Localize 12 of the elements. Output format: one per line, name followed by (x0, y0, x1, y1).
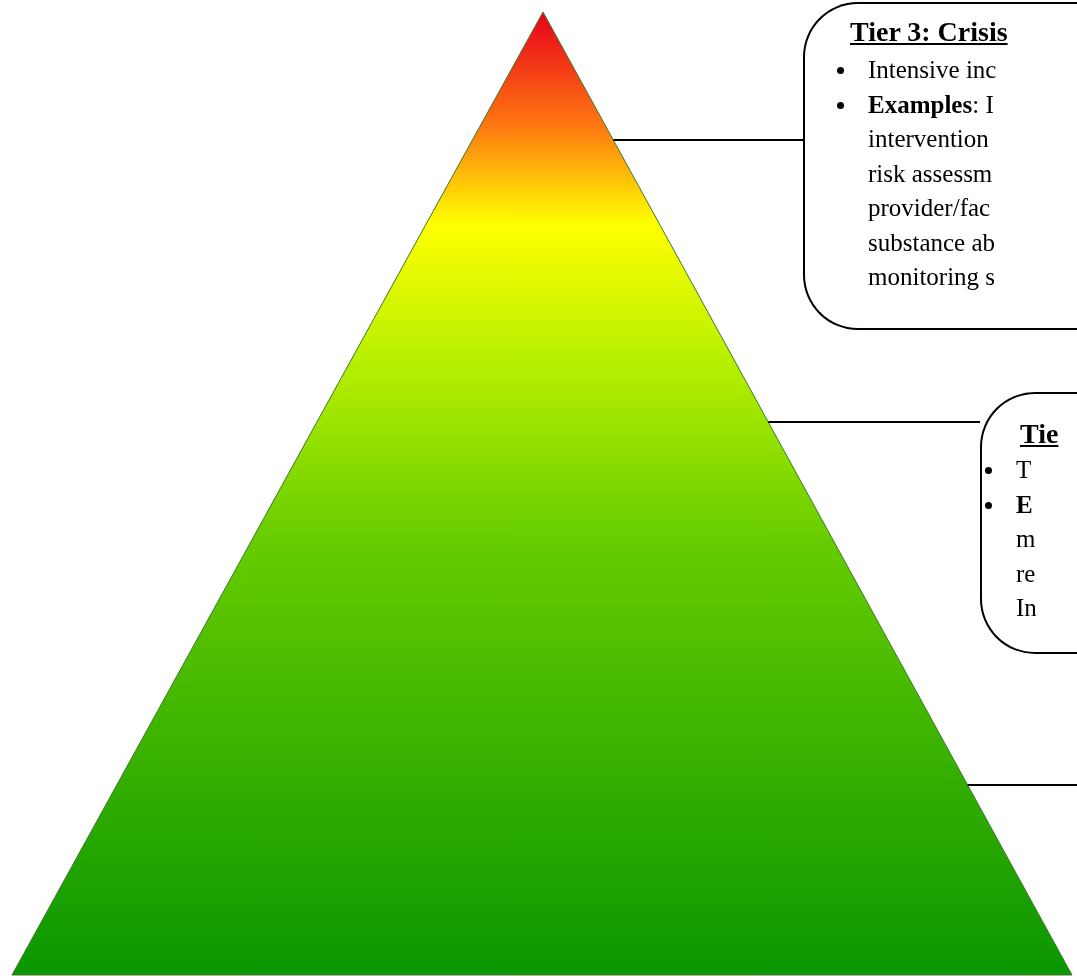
leader-line (612, 139, 804, 141)
bullet-text: Intensive inc (868, 56, 997, 83)
tier-callout-box (803, 2, 1077, 330)
tier-heading: Tie (1020, 418, 1059, 450)
leader-line (767, 421, 981, 423)
bullet-text: Examples: I intervention risk assessm provider/fac substance ab monitoring s (868, 90, 996, 290)
leader-line (966, 784, 1077, 786)
tier-callout-box (980, 392, 1077, 654)
tier-heading: Tier 3: Crisis (850, 16, 1008, 48)
pyramid-triangle (11, 11, 1073, 976)
bullet-text: T (1016, 456, 1032, 483)
bullet-text: E m re In (1016, 490, 1037, 621)
